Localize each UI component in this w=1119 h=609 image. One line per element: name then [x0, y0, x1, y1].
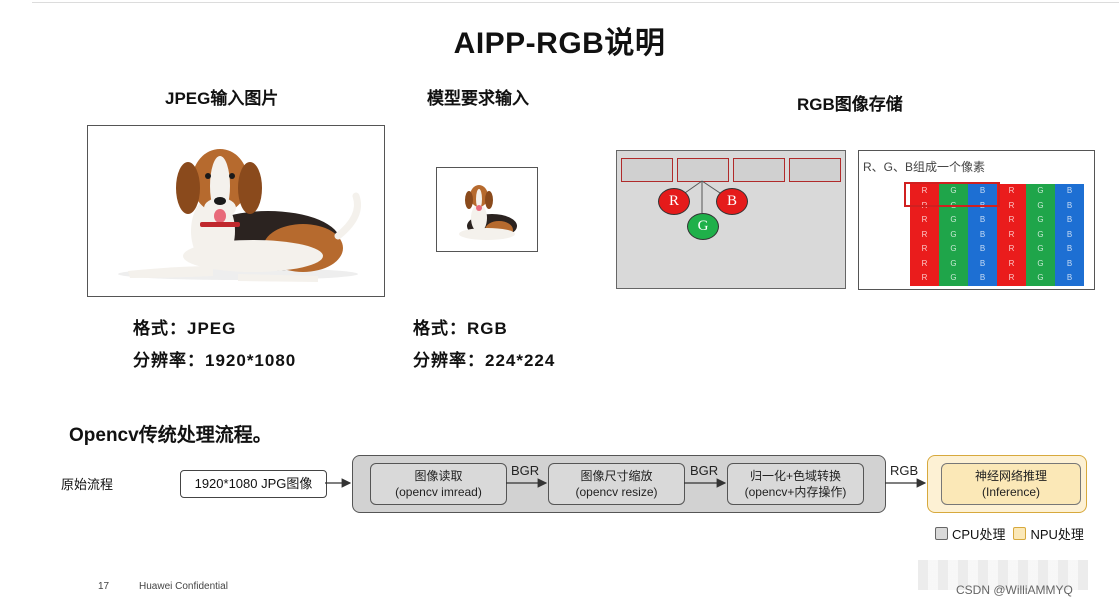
memory-cell — [733, 158, 785, 182]
edge-label-bgr-2: BGR — [690, 463, 719, 478]
pixel-cell-label: B — [1066, 258, 1073, 268]
watermark-blur — [918, 560, 1088, 590]
source-image-box: 1920*1080 JPG图像 — [180, 470, 327, 498]
pixel-highlight — [904, 182, 1000, 207]
pixel-cell-label: R — [921, 244, 928, 253]
pixel-cell-label: B — [1066, 200, 1073, 210]
pixel-cell-label: R — [1008, 186, 1015, 195]
flow-step-title: 图像读取 — [414, 469, 463, 483]
pixel-cell-label: G — [950, 258, 957, 268]
pixel-cell-label: R — [1008, 229, 1015, 239]
pixel-cell-label: B — [1066, 186, 1073, 195]
pixel-cell-label: B — [979, 215, 986, 224]
legend: CPU处理 NPU处理 — [935, 524, 1084, 543]
channel-r-circle: R — [658, 188, 690, 215]
memory-cell — [621, 158, 673, 182]
pixel-cell-label: G — [1037, 200, 1044, 210]
pixel-cell-label: R — [921, 186, 928, 195]
pixel-cell-label: R — [1008, 215, 1015, 224]
pixel-cell-label: B — [1066, 273, 1073, 282]
pixel-cell-label: G — [1037, 229, 1044, 239]
jpeg-input-image — [87, 125, 385, 297]
channel-b-circle: B — [716, 188, 748, 215]
opencv-heading: Opencv传统处理流程。 — [69, 425, 272, 446]
flow-step-title: 神经网络推理 — [974, 469, 1047, 483]
flow-step-resize: 图像尺寸缩放 (opencv resize) — [548, 463, 685, 505]
jpeg-resolution-label: 分辨率：1920*1080 — [133, 351, 297, 370]
flow-step-title: 图像尺寸缩放 — [580, 469, 653, 483]
pixel-cell-label: B — [1066, 244, 1073, 253]
pixel-cell-label: G — [1037, 273, 1044, 282]
pixel-cell-label: G — [950, 229, 957, 239]
flow-step-subtitle: (opencv imread) — [395, 485, 482, 499]
flow-step-imread: 图像读取 (opencv imread) — [370, 463, 507, 505]
rgb-storage-heading: RGB图像存储 — [797, 95, 903, 114]
pixel-cell-label: G — [1037, 244, 1044, 253]
edge-label-bgr-1: BGR — [511, 463, 540, 478]
model-input-heading: 模型要求输入 — [427, 89, 529, 108]
pixel-cell-label: B — [979, 229, 986, 239]
pixel-cell-label: B — [1066, 229, 1073, 239]
flow-step-inference: 神经网络推理 (Inference) — [941, 463, 1081, 505]
pixel-cell-label: R — [921, 229, 928, 239]
csdn-watermark: CSDN @WilliAMMYQ — [956, 583, 1073, 597]
pixel-cell-label: B — [979, 244, 986, 253]
pixel-cell-label: G — [1037, 186, 1044, 195]
cpu-legend-label: CPU处理 — [952, 527, 1006, 542]
edge-label-rgb: RGB — [890, 463, 919, 478]
pixel-cell-label: R — [921, 258, 928, 268]
flow-step-subtitle: (Inference) — [981, 485, 1041, 499]
channel-g-circle: G — [687, 213, 719, 240]
top-divider — [32, 2, 1119, 3]
memory-cell — [677, 158, 729, 182]
pixel-cell-label: B — [1066, 215, 1073, 224]
pixel-cell-label: B — [979, 258, 986, 268]
jpeg-input-heading: JPEG输入图片 — [165, 89, 279, 108]
cpu-legend-swatch — [935, 527, 948, 540]
dog-illustration — [118, 149, 361, 282]
pixel-cell-label: R — [1008, 200, 1015, 210]
pixel-cell-label: R — [921, 273, 928, 282]
jpeg-format-label: 格式：JPEG — [133, 319, 237, 338]
model-input-image — [436, 167, 538, 252]
pixel-cell-label: G — [1037, 258, 1044, 268]
model-format-label: 格式：RGB — [413, 319, 508, 338]
flow-step-subtitle: (opencv+内存操作) — [744, 485, 847, 499]
model-resolution-label: 分辨率：224*224 — [413, 351, 556, 370]
pixel-cell-label: R — [1008, 258, 1015, 268]
page-title: AIPP-RGB说明 — [453, 27, 666, 60]
confidential-label: Huawei Confidential — [139, 581, 228, 592]
pixel-caption: R、G、B组成一个像素 — [863, 160, 986, 174]
dog-small-illustration — [459, 185, 517, 240]
flow-step-subtitle: (opencv resize) — [575, 485, 658, 499]
flow-step-normalize: 归一化+色域转换 (opencv+内存操作) — [727, 463, 864, 505]
flow-row-label: 原始流程 — [61, 477, 114, 492]
page-number: 17 — [98, 581, 110, 592]
memory-cell — [789, 158, 841, 182]
pixel-cell-label: R — [1008, 273, 1015, 282]
pixel-cell-label: G — [1037, 215, 1044, 224]
pixel-cell-label: G — [950, 244, 957, 253]
pixel-cell-label: R — [921, 215, 928, 224]
npu-legend-label: NPU处理 — [1030, 527, 1084, 542]
pixel-cell-label: B — [979, 186, 986, 195]
pixel-cell-label: G — [950, 273, 957, 282]
pixel-cell-label: G — [950, 215, 957, 224]
pixel-cell-label: G — [950, 186, 957, 195]
pixel-cell-label: B — [979, 273, 986, 282]
flow-step-title: 归一化+色域转换 — [749, 469, 841, 483]
npu-legend-swatch — [1013, 527, 1027, 540]
pixel-cell-label: R — [1008, 244, 1015, 253]
rgb-memory-diagram: R B G — [616, 150, 846, 289]
